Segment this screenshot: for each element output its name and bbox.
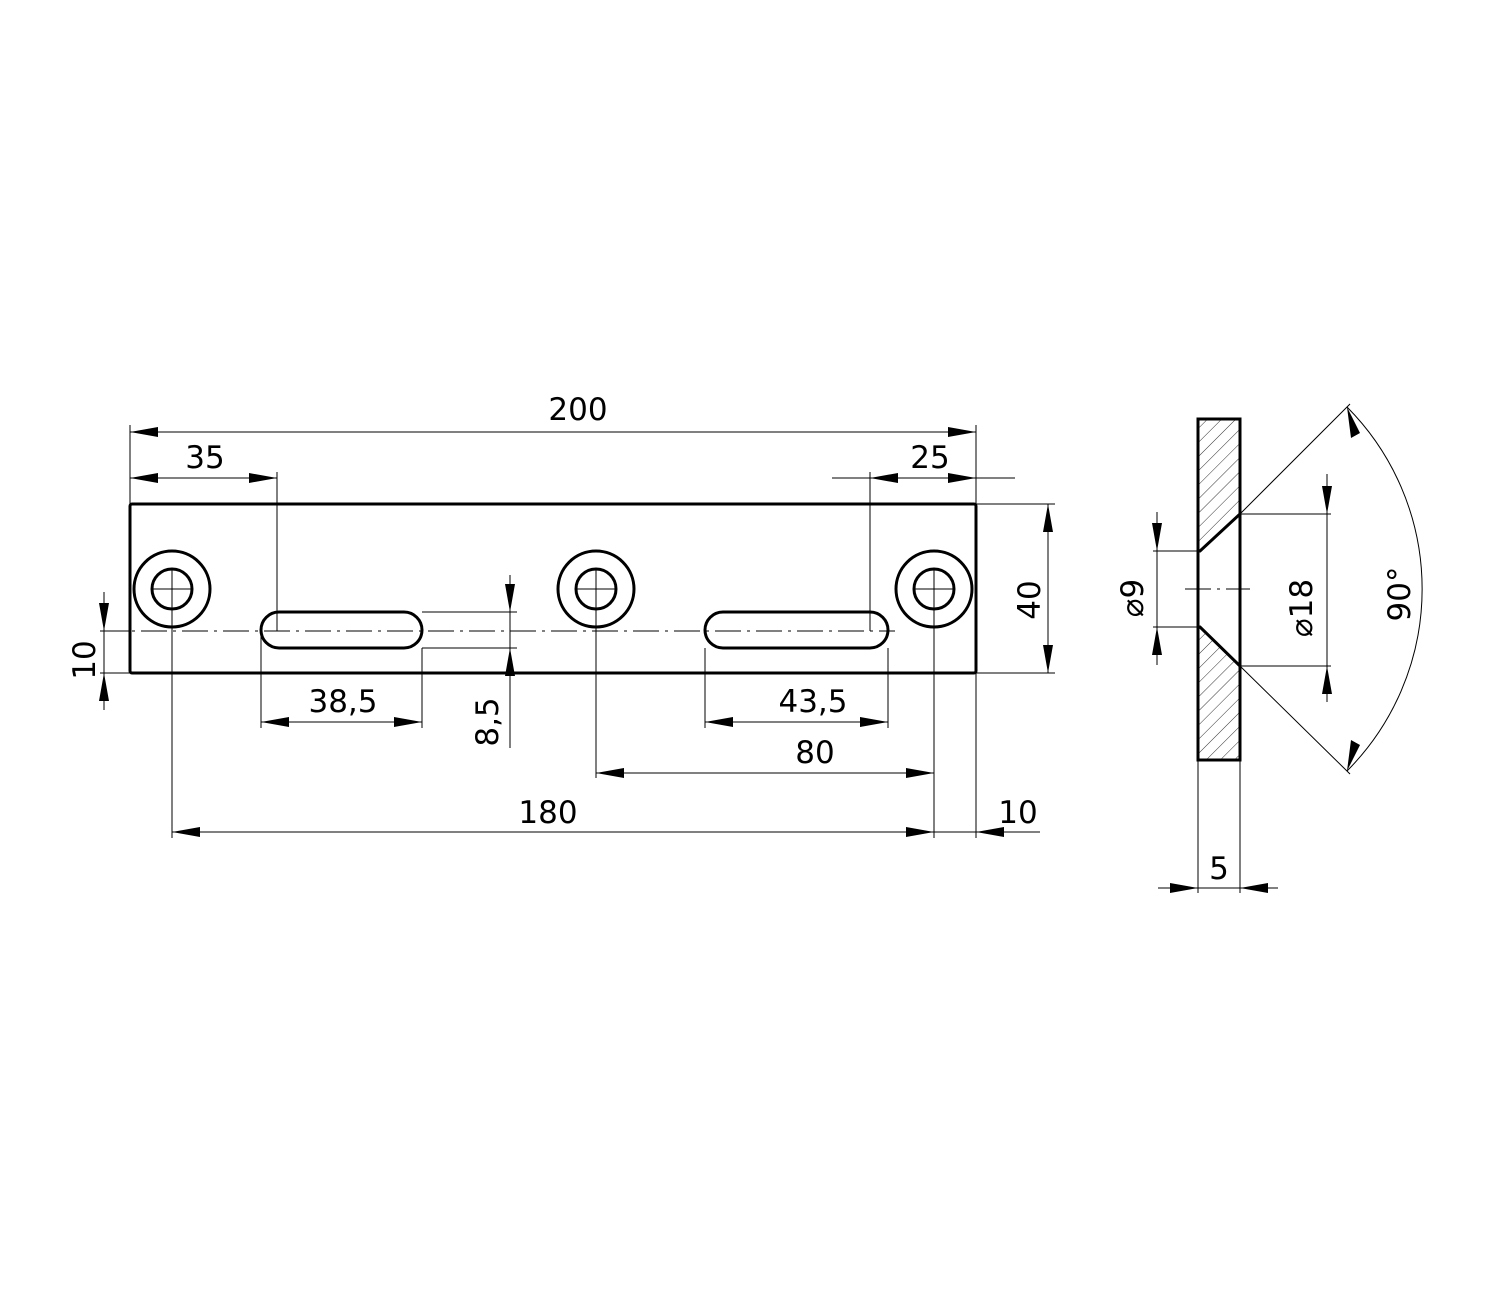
dim-80: 80 bbox=[596, 735, 934, 778]
svg-text:8,5: 8,5 bbox=[470, 697, 506, 746]
svg-text:⌀18: ⌀18 bbox=[1284, 579, 1320, 637]
dim-43-5: 43,5 bbox=[705, 684, 888, 727]
svg-text:43,5: 43,5 bbox=[778, 684, 847, 720]
svg-text:90°: 90° bbox=[1382, 567, 1418, 622]
svg-text:38,5: 38,5 bbox=[308, 684, 377, 720]
section-hatch-top bbox=[1196, 417, 1242, 553]
front-view: 200 35 25 40 10 8, bbox=[67, 392, 1055, 838]
section-hatch-bottom bbox=[1196, 625, 1242, 762]
dim-10-left: 10 bbox=[67, 592, 130, 710]
svg-text:⌀9: ⌀9 bbox=[1115, 579, 1151, 617]
dim-10-right: 10 bbox=[934, 795, 1040, 837]
dim-40: 40 bbox=[1012, 504, 1053, 673]
slot-right bbox=[703, 610, 890, 650]
svg-text:40: 40 bbox=[1012, 580, 1048, 619]
dim-38-5: 38,5 bbox=[261, 684, 422, 727]
dim-200: 200 bbox=[130, 392, 976, 437]
dim-diameter-18: ⌀18 bbox=[1240, 474, 1332, 702]
svg-text:80: 80 bbox=[795, 735, 834, 771]
svg-text:25: 25 bbox=[910, 440, 949, 476]
svg-text:5: 5 bbox=[1209, 851, 1229, 887]
svg-text:35: 35 bbox=[185, 440, 224, 476]
dim-8-5: 8,5 bbox=[470, 575, 515, 748]
svg-text:10: 10 bbox=[998, 795, 1037, 831]
plate-outline bbox=[128, 502, 978, 675]
svg-text:180: 180 bbox=[518, 795, 577, 831]
side-view: ⌀9 ⌀18 90° 5 bbox=[1115, 403, 1423, 893]
dim-thickness-5: 5 bbox=[1158, 760, 1278, 893]
dim-angle-90: 90° bbox=[1239, 403, 1423, 775]
dim-diameter-9: ⌀9 bbox=[1115, 512, 1198, 665]
extension-lines bbox=[129, 425, 1055, 838]
dim-35: 35 bbox=[130, 440, 277, 483]
dim-25: 25 bbox=[832, 440, 1015, 483]
svg-text:10: 10 bbox=[67, 640, 103, 679]
dim-180: 180 bbox=[172, 795, 934, 837]
slot-left bbox=[259, 610, 424, 650]
svg-text:200: 200 bbox=[548, 392, 607, 428]
